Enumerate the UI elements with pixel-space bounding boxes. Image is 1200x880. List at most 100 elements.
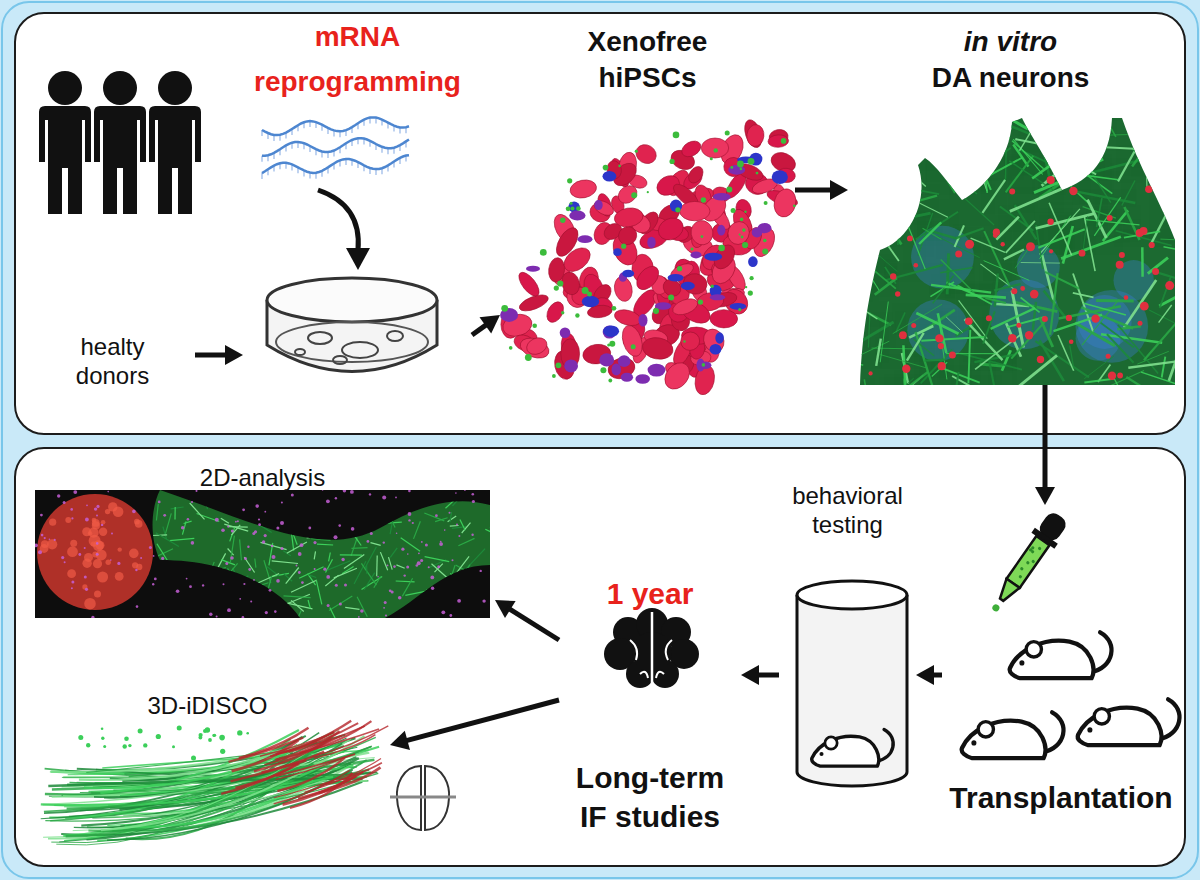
magenta-dot	[40, 514, 43, 517]
mrna-strand	[262, 117, 409, 135]
green-dot	[199, 736, 203, 740]
graft-spot	[105, 509, 110, 514]
magenta-dot	[64, 561, 66, 563]
fiber	[401, 538, 420, 551]
neurite	[959, 179, 977, 194]
neurite	[1084, 379, 1113, 383]
mouse-eye	[1087, 727, 1092, 732]
flow-arrow	[495, 600, 559, 640]
green-dot	[725, 131, 730, 136]
magenta-dot	[78, 553, 81, 556]
neurite	[985, 298, 1006, 303]
magenta-dot	[439, 542, 443, 546]
fiber	[424, 513, 444, 521]
red-nucleus	[1009, 188, 1015, 194]
green-dot	[128, 744, 131, 747]
magenta-dot	[351, 527, 355, 531]
fiber	[479, 577, 490, 595]
neurite	[1015, 139, 1076, 151]
neurite	[853, 322, 894, 346]
green-dot	[764, 201, 768, 205]
brain-icon	[604, 608, 699, 690]
green-dot	[208, 738, 212, 742]
graft-spot	[93, 559, 102, 568]
fiber	[156, 533, 179, 547]
fiber	[347, 504, 356, 508]
green-dot	[213, 734, 216, 737]
fiber	[396, 565, 404, 568]
neurite	[1096, 147, 1144, 150]
magenta-dot	[239, 598, 241, 600]
node-label: 2D-analysis	[200, 464, 325, 493]
neurite	[1055, 116, 1065, 155]
mouse-eye	[819, 752, 823, 756]
neurite	[903, 378, 908, 420]
arrow-shaft	[404, 700, 560, 741]
fiber	[460, 520, 465, 531]
magenta-dot	[35, 544, 38, 548]
neurite	[940, 326, 947, 380]
fiber	[448, 516, 457, 522]
magenta-dot	[456, 523, 458, 525]
fiber	[174, 507, 175, 520]
neurite	[898, 209, 903, 245]
magenta-dot	[276, 527, 279, 530]
magenta-dot	[96, 515, 98, 517]
magenta-dot	[457, 599, 461, 603]
mouse-body	[1010, 641, 1094, 678]
node-label: Xenofree hiPSCs	[568, 24, 728, 97]
neurite	[880, 213, 930, 224]
fiber	[228, 568, 240, 586]
fiber	[256, 583, 269, 587]
mouse-body	[1078, 708, 1162, 745]
green-dot	[143, 743, 147, 747]
fiber	[272, 561, 298, 564]
neurite	[896, 372, 928, 396]
fiber	[351, 500, 353, 513]
magenta-dot	[269, 589, 272, 592]
cell-nucleus	[679, 138, 704, 160]
fiber	[165, 580, 170, 601]
magenta-dot	[281, 501, 283, 503]
arrow-shaft	[795, 188, 834, 193]
neurite	[971, 238, 1005, 252]
green-dot	[740, 168, 743, 171]
neurite	[866, 146, 892, 169]
red-nucleus	[1140, 302, 1149, 311]
red-nucleus	[965, 240, 974, 249]
magenta-dot	[262, 540, 265, 543]
fiber	[190, 503, 205, 519]
neurite	[1151, 197, 1176, 245]
mouse-ear	[978, 722, 993, 737]
neurite	[863, 167, 874, 194]
magenta-dot	[196, 490, 198, 492]
red-nucleus	[1047, 219, 1053, 225]
magenta-dot	[404, 574, 406, 576]
fiber	[252, 618, 260, 619]
neurite	[1109, 97, 1161, 119]
green-dot	[740, 218, 744, 222]
magenta-dot	[308, 527, 311, 530]
cell-marker	[578, 235, 593, 243]
fiber	[449, 599, 457, 618]
fiber	[158, 580, 171, 603]
fiber	[233, 614, 242, 618]
magenta-dot	[421, 541, 423, 543]
graft-core	[37, 494, 153, 610]
graft-fiber	[254, 739, 331, 771]
neurite	[1035, 341, 1089, 377]
neurite	[1049, 203, 1072, 255]
red-nucleus	[938, 362, 946, 370]
neurite	[932, 362, 947, 376]
fiber	[307, 535, 335, 538]
magenta-dot	[408, 490, 411, 492]
red-nucleus	[1138, 321, 1143, 326]
node-label: healty donors	[63, 333, 163, 391]
magenta-dot	[335, 497, 337, 499]
neurite	[1065, 173, 1119, 180]
fiber	[318, 497, 323, 507]
neurite	[884, 113, 926, 148]
green-dot	[750, 276, 754, 280]
neurite	[1083, 134, 1134, 136]
magenta-dot	[341, 558, 344, 561]
